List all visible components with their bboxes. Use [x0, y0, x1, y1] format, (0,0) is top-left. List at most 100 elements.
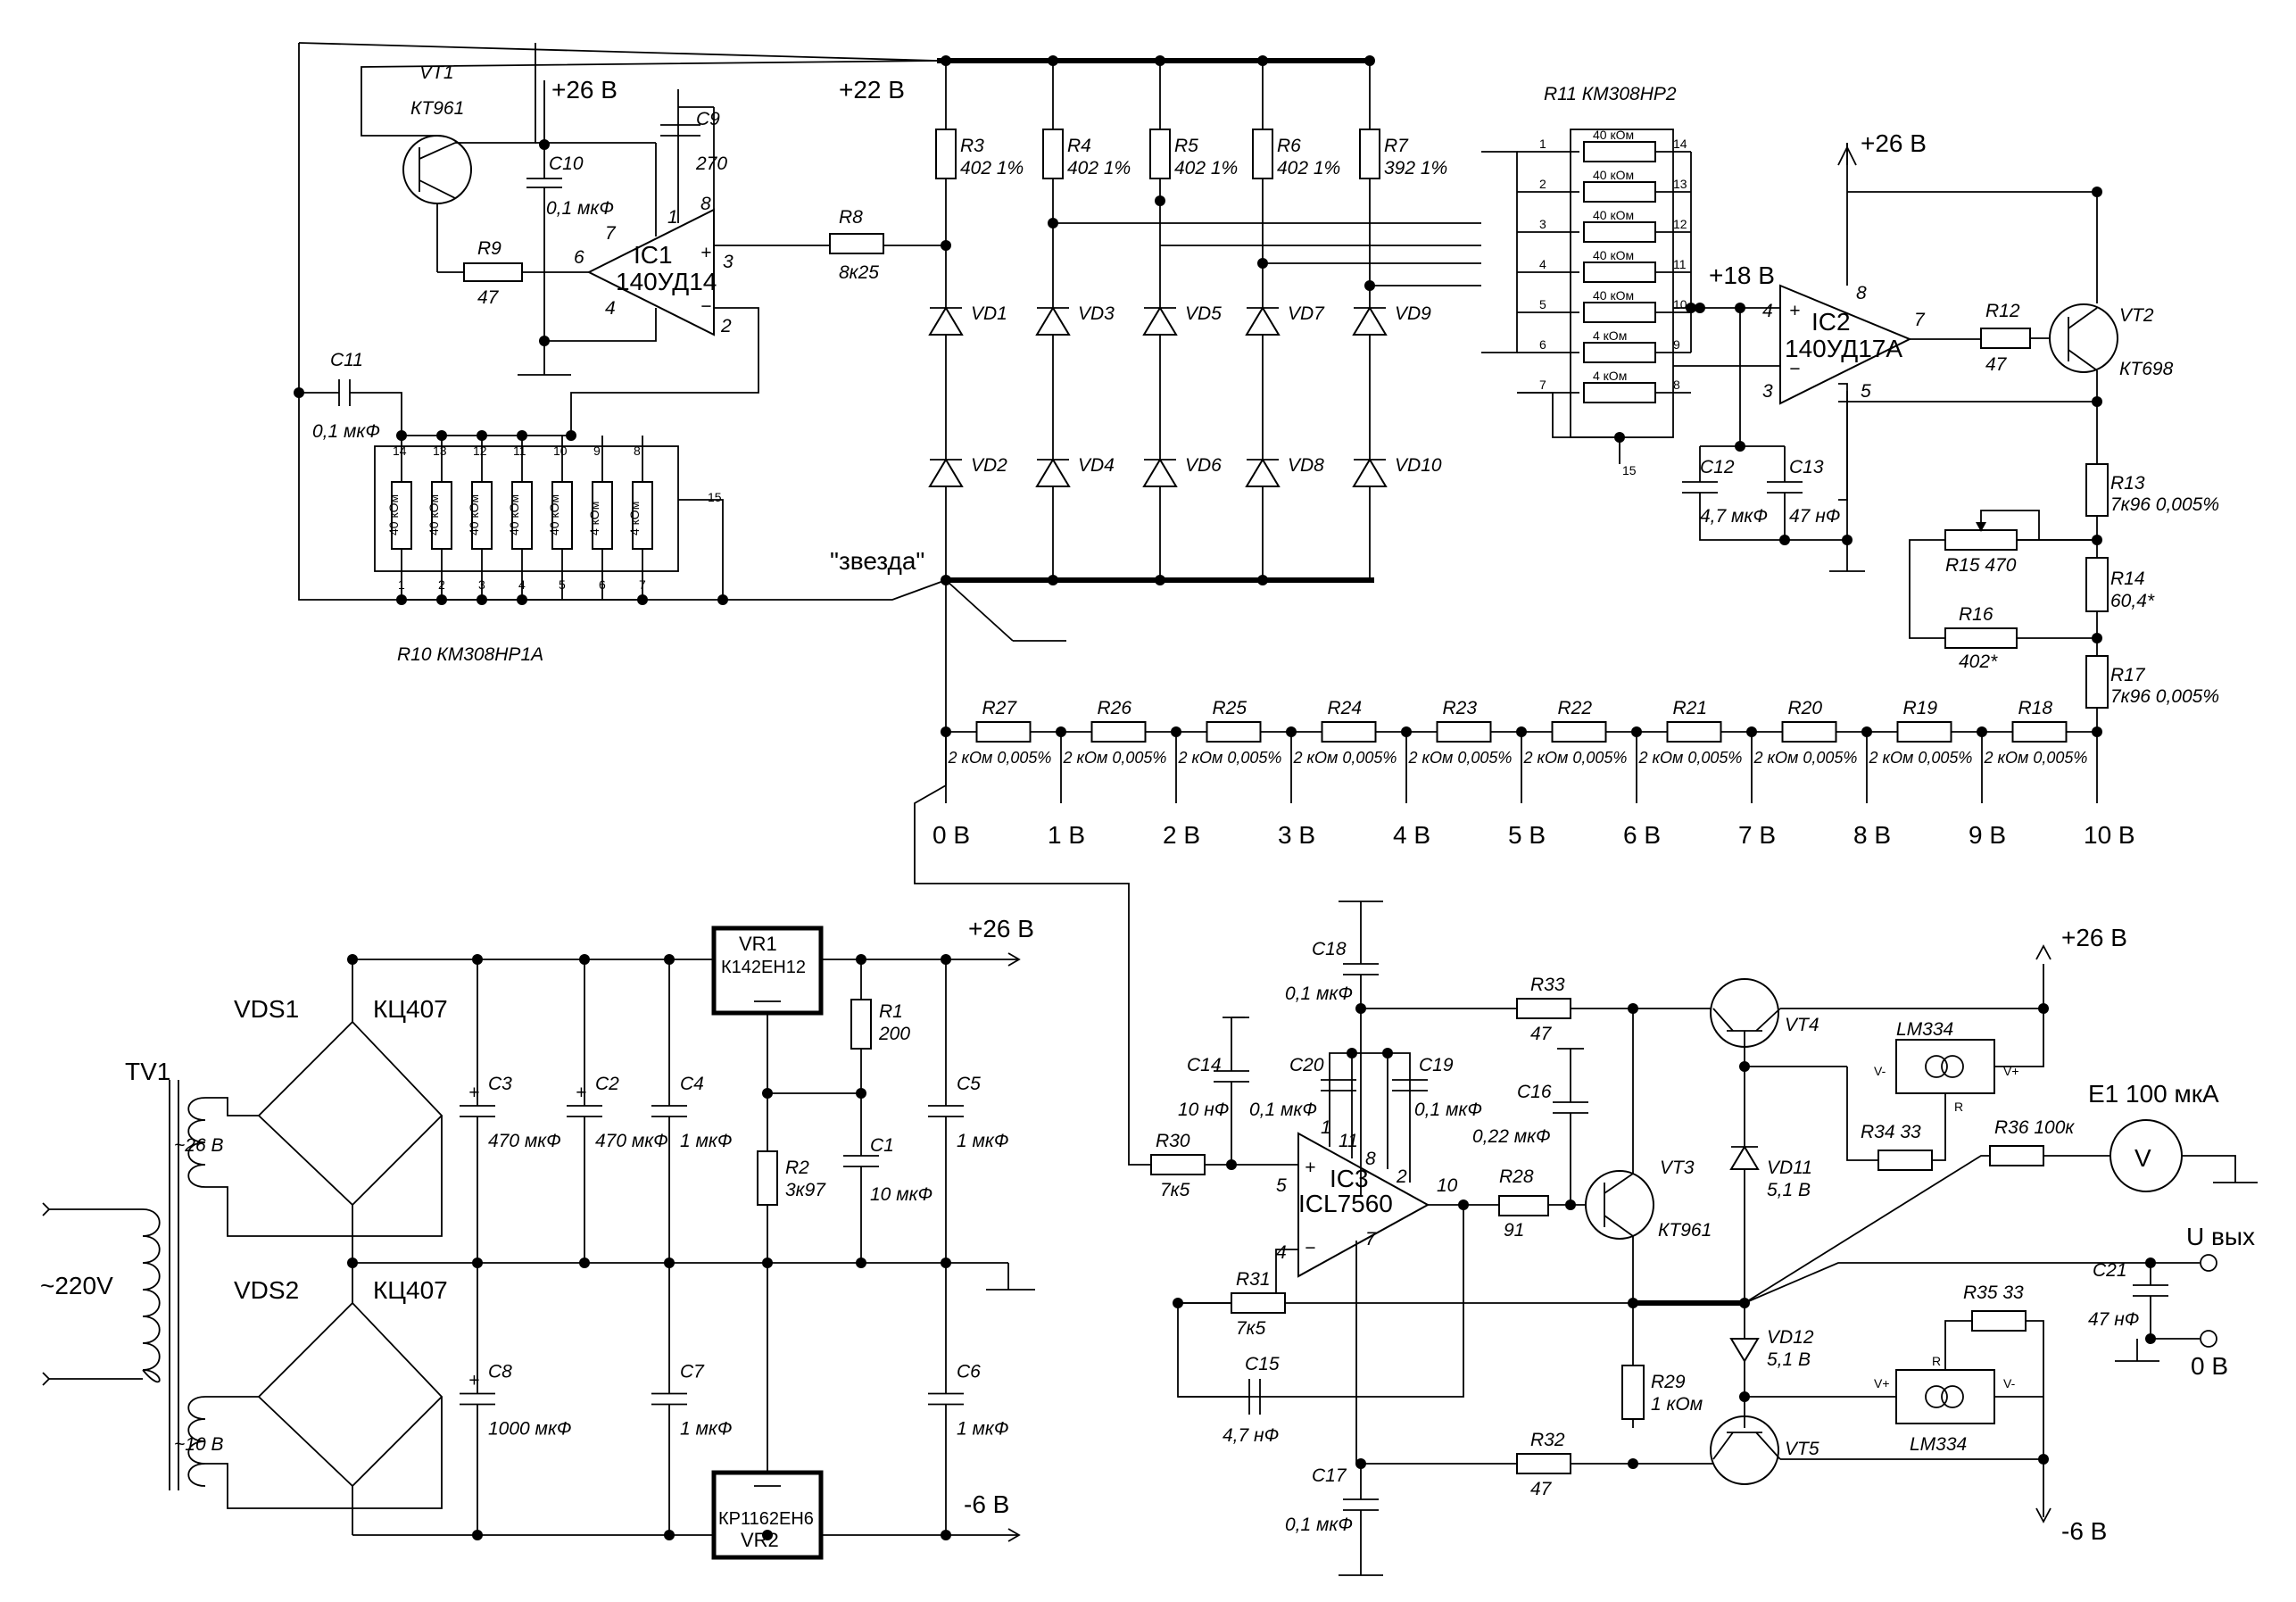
- r10-pin-15: 15: [708, 490, 722, 504]
- bank-resistor: [1252, 129, 1273, 179]
- c16-ref: C16: [1517, 1082, 1552, 1102]
- ic3-ref: IC3: [1330, 1165, 1369, 1192]
- r11-pin-right: 14: [1673, 137, 1687, 151]
- vt1-type: КТ961: [410, 98, 464, 119]
- r11-element: [1583, 261, 1656, 283]
- bank-resistor-ref: R4: [1067, 136, 1091, 156]
- r13-ref: R13: [2110, 473, 2145, 494]
- c18-ref: C18: [1312, 939, 1347, 959]
- bank-resistor: [1042, 129, 1064, 179]
- r14-ref: R14: [2110, 569, 2145, 589]
- r11-pin-right: 12: [1673, 217, 1687, 231]
- r10-pin-bottom: 5: [559, 577, 566, 592]
- vds2-ref: VDS2: [234, 1276, 299, 1304]
- divider-resistor-value: 2 кОм 0,005%: [1408, 749, 1513, 767]
- psu-cap-ref: C2: [595, 1074, 619, 1094]
- c12-value: 4,7 мкФ: [1700, 506, 1768, 527]
- divider-resistor: [1436, 721, 1492, 743]
- r9-value: 47: [477, 287, 500, 308]
- psu-cap-value: 1 мкФ: [680, 1131, 733, 1151]
- svg-text:7: 7: [605, 223, 617, 244]
- r30-value: 7к5: [1160, 1180, 1190, 1200]
- psu-cap-ref: C4: [680, 1074, 704, 1094]
- vt5-ref: VT5: [1785, 1439, 1819, 1459]
- divider-tap-label: 7 В: [1738, 821, 1776, 849]
- vds2-type: КЦ407: [373, 1276, 448, 1304]
- bank-diode: [1142, 306, 1178, 336]
- r10-pin-top: 11: [513, 444, 526, 458]
- svg-text:7: 7: [1365, 1229, 1377, 1249]
- svg-text:5: 5: [1276, 1175, 1287, 1196]
- ic2-supply-label: +26 В: [1861, 129, 1927, 157]
- bank-diode: [928, 306, 964, 336]
- vr1-ref: VR1: [739, 933, 777, 955]
- svg-text:+: +: [576, 1083, 586, 1103]
- r1-value: 200: [878, 1024, 910, 1044]
- c11-value: 0,1 мкФ: [312, 421, 380, 442]
- svg-text:−: −: [1789, 359, 1800, 379]
- ic2-ref: IC2: [1811, 308, 1851, 336]
- c17-ref: C17: [1312, 1465, 1347, 1486]
- bank-diode-ref: VD6: [1185, 455, 1222, 476]
- psu-cap-ref: C8: [488, 1362, 512, 1382]
- c19-value: 0,1 мкФ: [1414, 1100, 1482, 1120]
- svg-text:11: 11: [1339, 1131, 1358, 1151]
- winding1-label: ~26 В: [174, 1135, 223, 1156]
- divider-resistor-value: 2 кОм 0,005%: [1638, 749, 1743, 767]
- r10-pin-bottom: 7: [639, 577, 646, 592]
- bank-resistor-value: 392 1%: [1384, 158, 1447, 178]
- lm334-lower-vminus: V-: [2003, 1376, 2016, 1390]
- vt3-ref: VT3: [1660, 1158, 1695, 1178]
- r11-element-value: 40 кОм: [1593, 168, 1634, 182]
- divider-tap-label: 6 В: [1623, 821, 1661, 849]
- divider-resistor-ref: R23: [1443, 698, 1478, 718]
- r2-value: 3к97: [785, 1180, 826, 1200]
- r17-ref: R17: [2110, 665, 2146, 685]
- bank-resistor-ref: R7: [1384, 136, 1409, 156]
- vd12-value: 5,1 В: [1767, 1349, 1811, 1370]
- vds1-type: КЦ407: [373, 995, 448, 1023]
- bank-diode-ref: VD2: [971, 455, 1007, 476]
- bank-diode-ref: VD5: [1185, 303, 1222, 324]
- bank-diode: [1352, 458, 1388, 487]
- ref-input-wire: [914, 784, 1151, 1166]
- psu-cap-value: 1000 мкФ: [488, 1419, 572, 1440]
- r34-label: R34 33: [1861, 1122, 1921, 1142]
- r29-value: 1 кОм: [1651, 1394, 1703, 1415]
- divider-resistor-value: 2 кОм 0,005%: [1063, 749, 1167, 767]
- svg-text:8: 8: [700, 194, 711, 214]
- svg-text:2: 2: [1396, 1166, 1407, 1187]
- r14-value: 60,4*: [2110, 591, 2155, 611]
- svg-text:3: 3: [723, 252, 734, 272]
- r10-pin-bottom: 4: [518, 577, 526, 592]
- c14-value: 10 нФ: [1178, 1100, 1229, 1120]
- bank-diode-ref: VD8: [1288, 455, 1324, 476]
- vt1-ref: VT1: [419, 62, 454, 83]
- divider-resistor: [1551, 721, 1607, 743]
- r33-ref: R33: [1530, 975, 1565, 995]
- r35-ref: R35: [1963, 1282, 1998, 1303]
- r30-ref: R30: [1156, 1131, 1190, 1151]
- winding2-label: ~10 В: [174, 1434, 223, 1455]
- c12-c13: C12 4,7 мкФ C13 47 нФ: [1682, 308, 1847, 541]
- svg-text:+: +: [700, 243, 711, 263]
- svg-text:2: 2: [720, 316, 732, 336]
- r31-ref: R31: [1236, 1269, 1271, 1290]
- divider-resistor: [1896, 721, 1952, 743]
- divider-resistor: [1781, 721, 1837, 743]
- r10-pin-top: 9: [593, 444, 601, 458]
- vds1-ref: VDS1: [234, 995, 299, 1023]
- vd12-ref: VD12: [1767, 1327, 1814, 1348]
- r10-element-value: 40 кОм: [547, 494, 561, 535]
- ic1-opamp: IC1 140УД14 1 8 7 6 4 3 2 + −: [544, 106, 946, 436]
- svg-text:1: 1: [1321, 1117, 1331, 1138]
- divider-resistor: [1321, 721, 1377, 743]
- r10-pin-top: 12: [473, 444, 487, 458]
- divider-resistor-value: 2 кОм 0,005%: [1293, 749, 1397, 767]
- svg-text:−: −: [700, 296, 711, 317]
- output-amplifier: R30 7к5 C14 10 нФ IC3 ICL7560 + − 5 11 8…: [1150, 901, 2258, 1576]
- c18-value: 0,1 мкФ: [1285, 984, 1353, 1004]
- divider-tap-label: 0 В: [932, 821, 970, 849]
- svg-text:5: 5: [1861, 381, 1871, 402]
